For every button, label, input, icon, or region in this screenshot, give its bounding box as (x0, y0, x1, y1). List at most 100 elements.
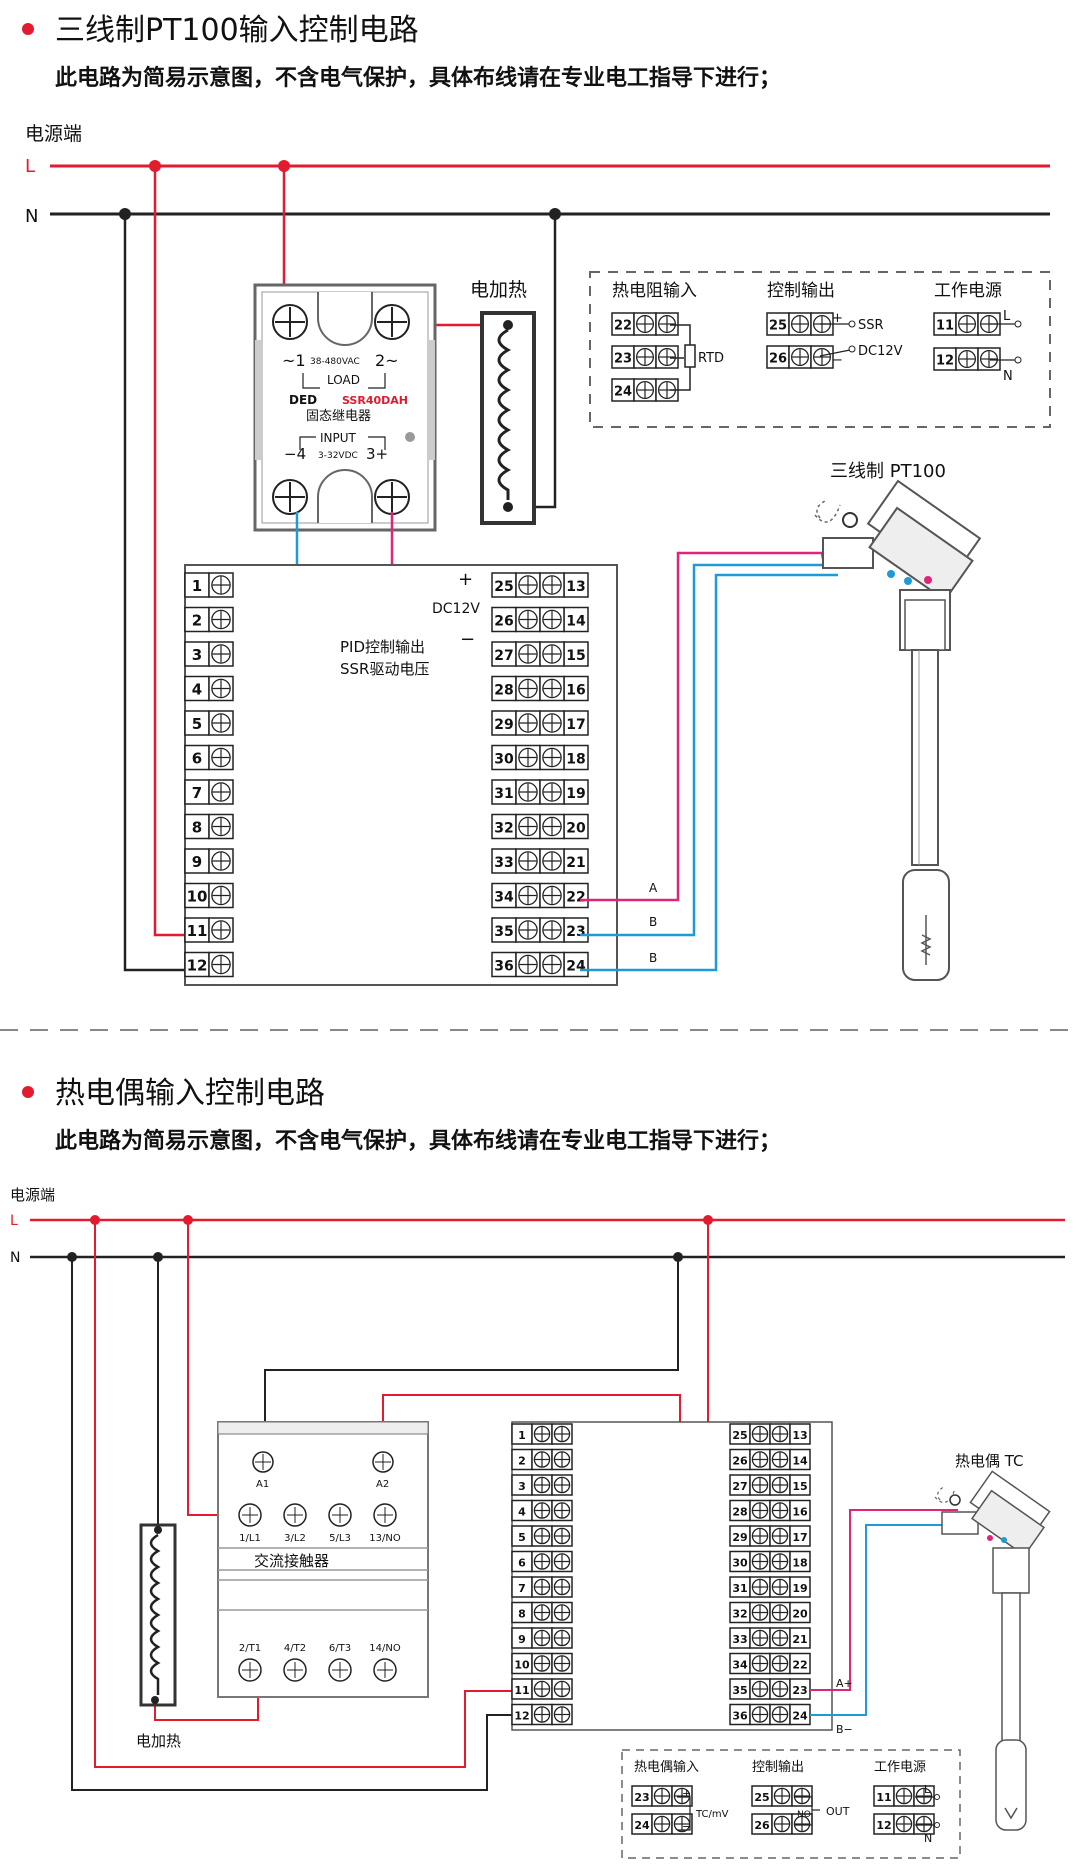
terminal-24: 24 (611, 378, 679, 402)
terminal-16: 16 (789, 1499, 811, 1522)
contactor-terminal-1/L1: 1/L1 (238, 1503, 262, 1544)
terminal-30: 30 (491, 744, 541, 771)
ssr-name: 固态继电器 (306, 409, 371, 424)
legend-rtd-title: 热电阻输入 (612, 281, 697, 301)
section2-junction (703, 1215, 713, 1225)
terminal-number: 7 (192, 784, 202, 802)
terminal-number: 11 (514, 1684, 529, 1697)
terminal-number: 5 (192, 715, 202, 733)
terminal-number: 22 (792, 1659, 807, 1672)
terminal-number: 4 (192, 681, 202, 699)
terminal-12: 12 (184, 951, 234, 978)
terminal-number: 35 (732, 1684, 747, 1697)
section2-L-label: L (10, 1213, 18, 1229)
legend-pwr-L: L (1003, 309, 1011, 324)
terminal-13: 13 (789, 1423, 811, 1445)
terminal-number: 13 (566, 579, 585, 595)
terminal-13: 13 (539, 572, 589, 598)
contactor-terminal-14/NO: 14/NO (369, 1643, 401, 1682)
legend-tc-title: 热电偶输入 (634, 1759, 699, 1775)
heater: 电加热 (470, 279, 536, 525)
thermocouple-sensor: 热电偶 TC (934, 1452, 1051, 1831)
terminal-10: 10 (511, 1652, 573, 1675)
dc-minus: − (460, 629, 475, 650)
legend-ctrl-no: NO (797, 1810, 811, 1820)
legend-ctrl-plus: + (832, 311, 843, 326)
terminal-number: 32 (732, 1608, 747, 1621)
terminal-number: 12 (514, 1710, 529, 1723)
terminal-9: 9 (511, 1627, 573, 1649)
terminal-number: 27 (732, 1480, 747, 1493)
terminal-23: 23 (539, 917, 589, 943)
terminal-number: 33 (732, 1633, 747, 1646)
terminal-number: 23 (634, 1791, 649, 1804)
terminal-number: 17 (792, 1531, 807, 1544)
terminal-number: 1 (192, 577, 202, 595)
terminal-number: 23 (566, 924, 585, 940)
terminal-number: 25 (754, 1791, 769, 1804)
terminal-1: 1 (511, 1423, 573, 1445)
heater: 电加热 (136, 1523, 181, 1750)
terminal-number: 18 (792, 1557, 807, 1570)
section2-note: 此电路为简易示意图，不含电气保护，具体布线请在专业电工指导下进行； (55, 1128, 781, 1154)
contactor-terminal-3/L2: 3/L2 (283, 1503, 307, 1544)
contactor-terminal-label: 2/T1 (239, 1643, 261, 1654)
contactor-terminal-label: 14/NO (369, 1643, 401, 1654)
terminal-26: 26 (729, 1448, 791, 1471)
terminal-number: 29 (494, 717, 513, 733)
terminal-number: 19 (792, 1582, 807, 1595)
contactor-terminal-label: 1/L1 (239, 1533, 261, 1544)
legend-pwr-L: L (924, 1783, 931, 1796)
screw-icon (372, 1451, 394, 1473)
legend-tc-minus: − (682, 1820, 691, 1833)
terminal-11: 11 (511, 1678, 573, 1700)
wire-B2-label: B (649, 951, 657, 965)
coil-icon (149, 1533, 161, 1695)
terminal-26: 26 (751, 1813, 813, 1835)
section1-L-label: L (25, 156, 35, 177)
ssr-terminal-3: 3+ (366, 445, 388, 463)
terminal-number: 12 (187, 957, 208, 975)
terminal-36: 36 (729, 1703, 791, 1726)
terminal-24: 24 (631, 1813, 693, 1835)
terminal-24: 24 (539, 951, 589, 978)
dc-plus: + (458, 569, 473, 590)
terminal-number: 26 (754, 1819, 770, 1832)
terminal-number: 3 (518, 1480, 526, 1493)
contactor-terminal-6/T3: 6/T3 (328, 1643, 352, 1682)
terminal-23: 23 (611, 345, 679, 369)
terminal-20: 20 (539, 813, 589, 840)
terminal-18: 18 (539, 744, 589, 771)
contactor-terminal-4/T2: 4/T2 (283, 1643, 307, 1682)
dc-label: DC12V (432, 601, 480, 617)
terminal-14: 14 (789, 1448, 811, 1471)
section1-N-to-terminal-12 (123, 214, 185, 972)
terminal-4: 4 (511, 1499, 573, 1522)
terminal-25: 25 (729, 1423, 791, 1445)
terminal-number: 22 (566, 890, 585, 906)
terminal-2: 2 (184, 606, 234, 633)
terminal-2: 2 (511, 1448, 573, 1471)
terminal-3: 3 (511, 1474, 573, 1496)
terminal-23: 23 (789, 1678, 811, 1700)
section1-junction (549, 208, 561, 220)
terminal-number: 24 (634, 1819, 650, 1832)
terminal-9: 9 (184, 848, 234, 874)
screw-icon (374, 304, 410, 340)
terminal-21: 21 (539, 848, 589, 874)
terminal-number: 34 (494, 890, 514, 906)
terminal-6: 6 (511, 1550, 573, 1573)
terminal-number: 36 (732, 1710, 748, 1723)
section2-junction (90, 1215, 100, 1225)
legend-rtd-label: RTD (698, 351, 724, 366)
solid-state-relay: ~1 2~ 38-480VAC LOAD DED SSR40DAH 固态继电器 … (253, 283, 437, 532)
legend-pwr-title: 工作电源 (934, 281, 1002, 301)
terminal-7: 7 (511, 1576, 573, 1598)
terminal-26: 26 (491, 606, 541, 633)
terminal-5: 5 (184, 710, 234, 736)
terminal-24: 24 (789, 1703, 811, 1726)
terminal-number: 11 (876, 1791, 891, 1804)
terminal-34: 34 (729, 1652, 791, 1675)
